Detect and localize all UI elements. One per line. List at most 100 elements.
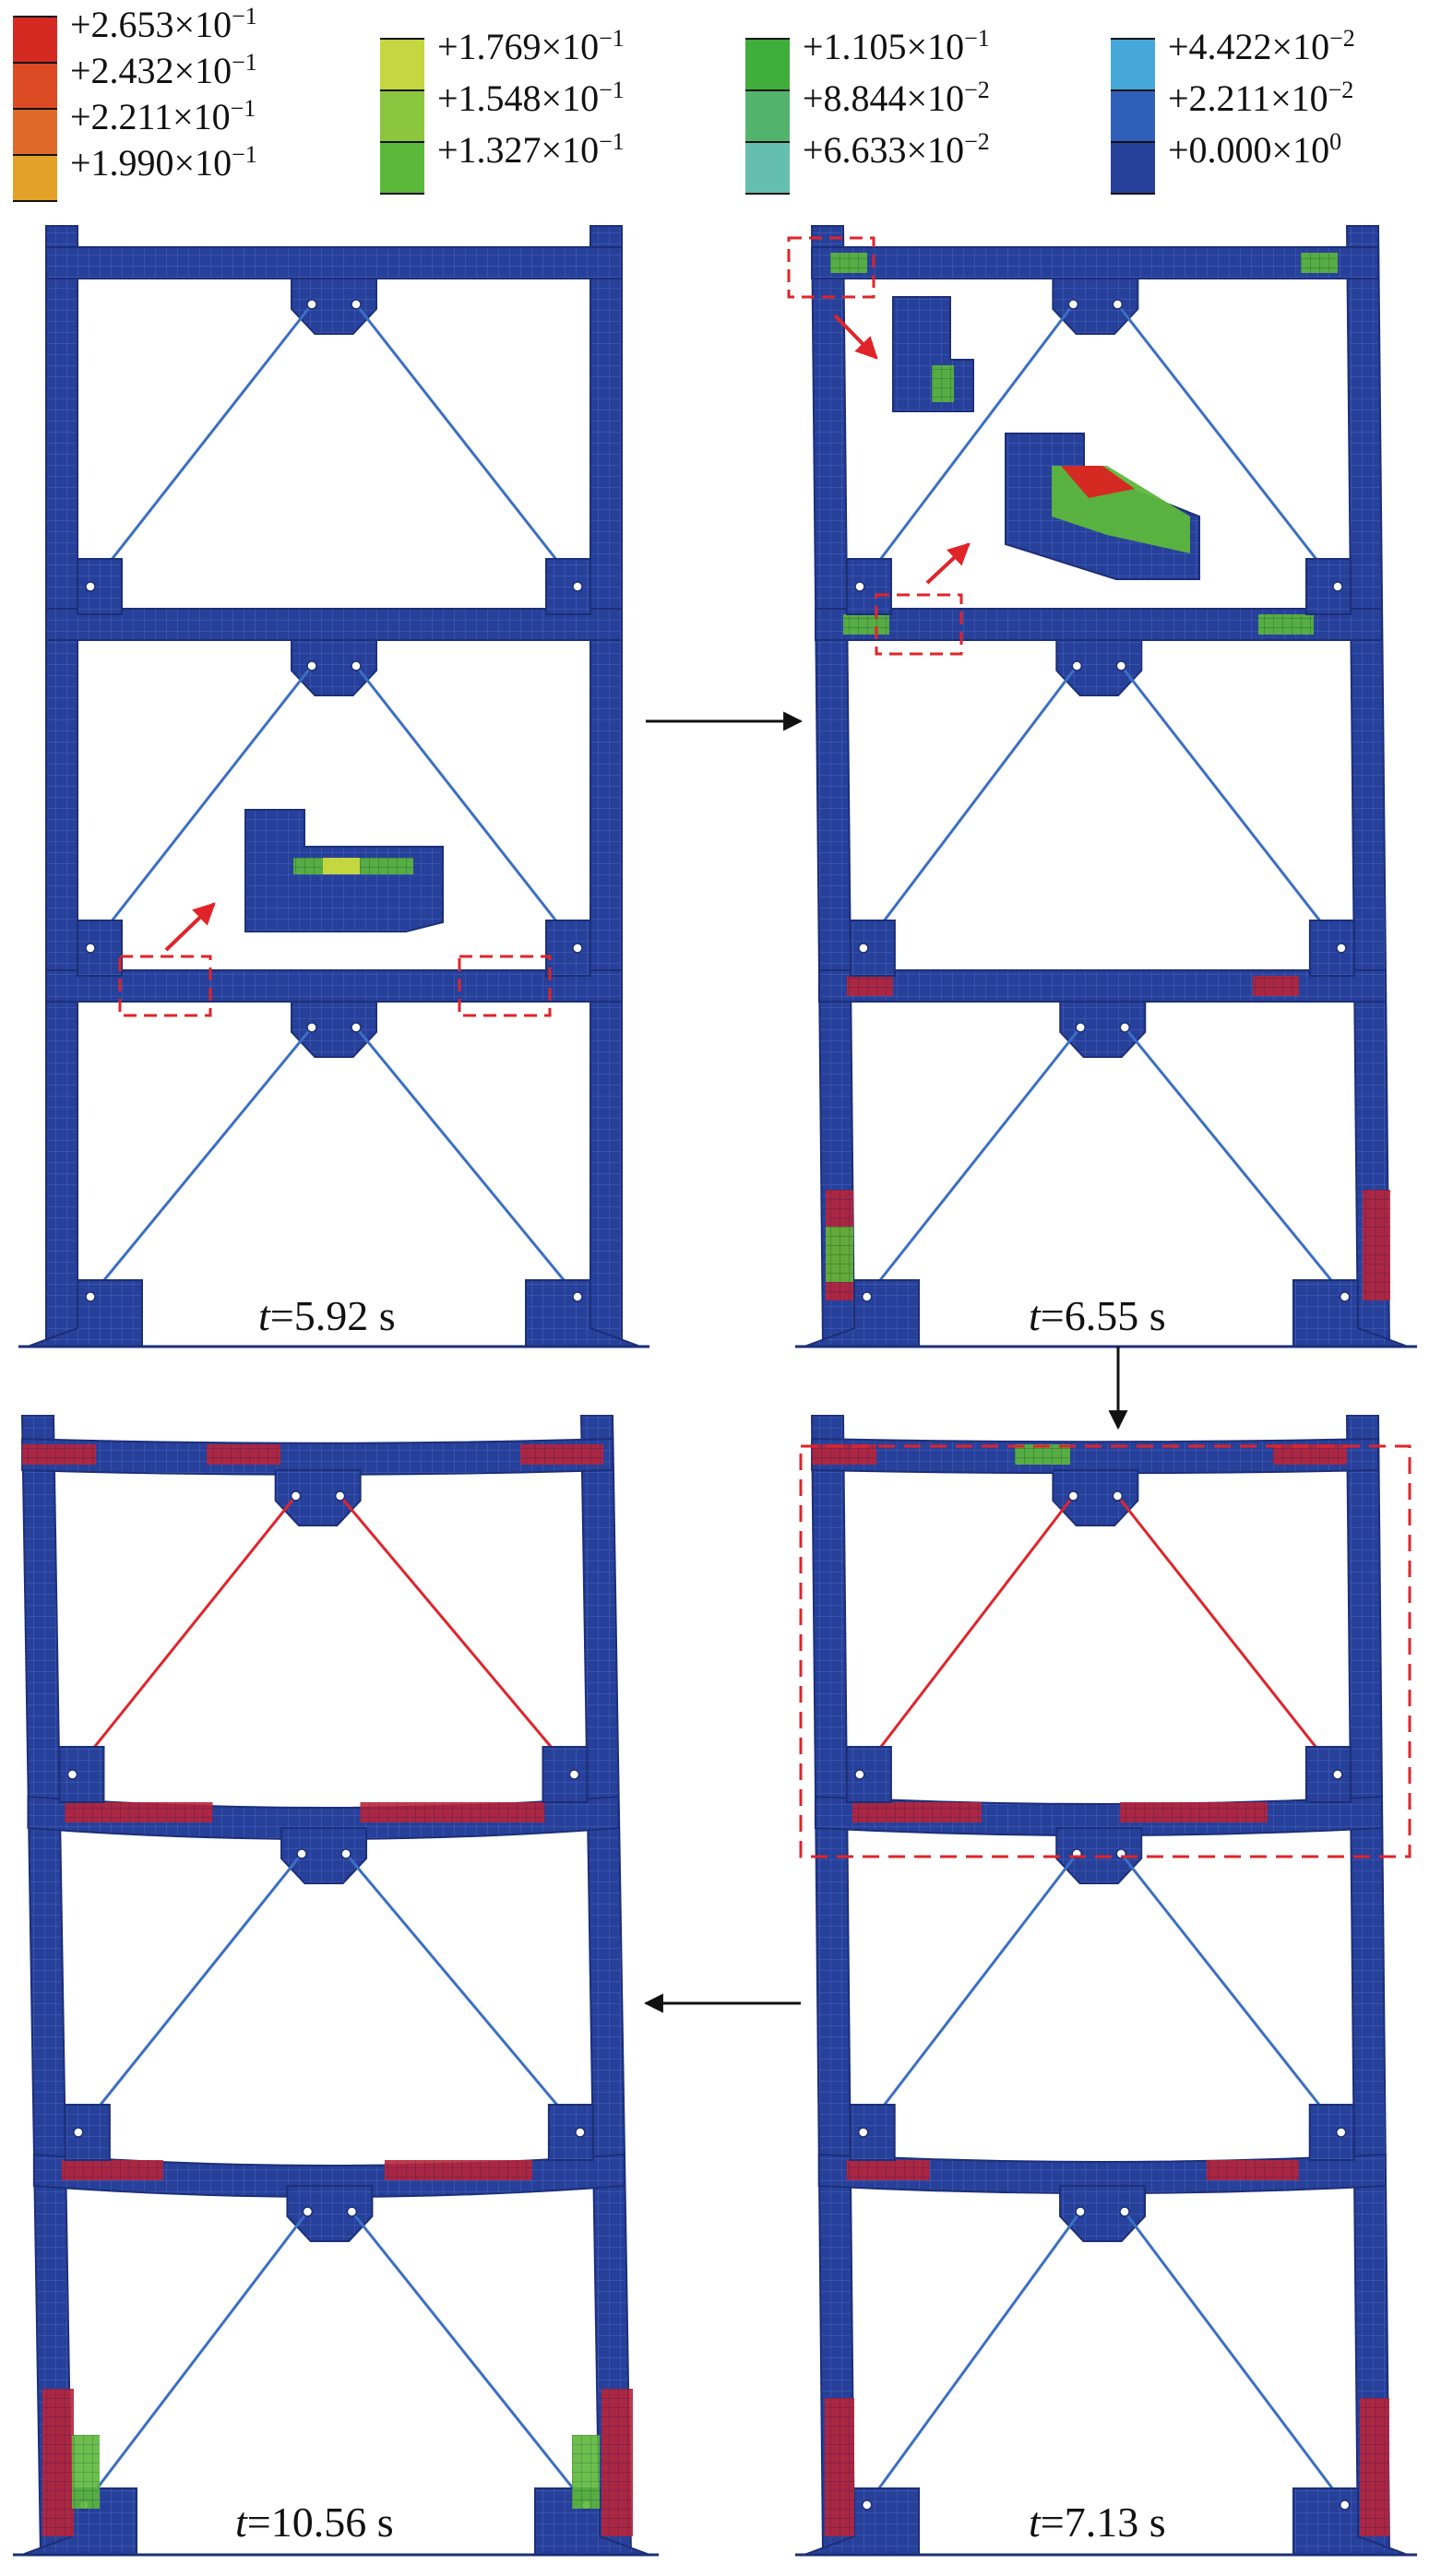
legend-label: +1.105×10−1 xyxy=(803,25,990,68)
pin xyxy=(1115,660,1127,671)
damage-zone xyxy=(1206,2160,1299,2180)
pin xyxy=(572,1291,583,1302)
pin xyxy=(568,1769,580,1780)
time-label-7-13: t=7.13 s xyxy=(1029,2499,1166,2546)
legend-swatch xyxy=(13,63,57,109)
pin xyxy=(66,1769,78,1780)
zoom-arrow xyxy=(833,314,878,360)
time-label-10-56: t=10.56 s xyxy=(235,2499,394,2546)
buckled-brace xyxy=(858,1495,1075,1775)
pin xyxy=(572,943,583,954)
corner-gusset xyxy=(77,920,123,977)
gusset-plate xyxy=(1059,1001,1147,1058)
damage-zone xyxy=(825,2398,854,2536)
brace xyxy=(862,665,1078,949)
yield-zone xyxy=(842,614,889,635)
floor-beam xyxy=(21,1437,614,1476)
gusset-plate xyxy=(274,1469,362,1526)
gusset-plate xyxy=(1055,639,1143,696)
left-column xyxy=(45,225,78,1347)
damage-zone xyxy=(1119,1802,1268,1822)
brace xyxy=(1124,1027,1346,1298)
damage-zone xyxy=(207,1444,281,1465)
highlight-box xyxy=(799,1444,1411,1858)
left-column xyxy=(810,1415,856,2556)
pin xyxy=(351,660,362,671)
legend-label: +1.548×10−1 xyxy=(437,77,625,120)
yield-zone xyxy=(830,253,868,273)
damage-zone xyxy=(1273,1444,1348,1465)
legend-label: +1.990×10−1 xyxy=(70,141,257,184)
pin xyxy=(290,1490,302,1502)
panel-t-7-13 xyxy=(795,1415,1417,2557)
pin xyxy=(1067,1490,1079,1502)
legend-label: +8.844×10−2 xyxy=(803,77,990,120)
pin xyxy=(306,299,317,310)
brace xyxy=(89,665,314,949)
yield-zone xyxy=(572,2435,600,2509)
left-column xyxy=(810,225,856,1347)
frame-panels xyxy=(13,225,1417,2557)
damage-zone xyxy=(601,2389,633,2536)
pin xyxy=(306,660,317,671)
brace xyxy=(865,1027,1082,1298)
legend-swatch xyxy=(13,17,57,63)
damage-zone xyxy=(1061,466,1135,498)
legend-swatch xyxy=(1111,142,1155,194)
legend-swatch xyxy=(745,142,790,194)
base-plate xyxy=(525,1279,641,1347)
legend-label: +1.769×10−1 xyxy=(437,25,625,68)
brace xyxy=(862,1853,1078,2133)
pin xyxy=(1075,2206,1086,2217)
gusset-plate xyxy=(291,278,377,335)
pin xyxy=(1112,299,1124,310)
time-label-5-92: t=5.92 s xyxy=(258,1292,396,1339)
brace xyxy=(858,303,1075,588)
right-column xyxy=(590,225,623,1347)
base-plate xyxy=(1292,1279,1409,1347)
corner-gusset xyxy=(547,2104,594,2161)
base-plate xyxy=(27,1279,143,1347)
pin xyxy=(1339,1291,1351,1302)
panel-t-6-55 xyxy=(787,225,1417,1348)
legend-label: +2.211×10−1 xyxy=(70,95,256,138)
pin xyxy=(73,2127,84,2138)
highlight-box xyxy=(875,593,963,656)
brace xyxy=(89,1027,314,1298)
brace xyxy=(1120,665,1343,949)
highlight-box xyxy=(458,955,552,1017)
corner-gusset xyxy=(1308,2104,1355,2161)
legend-swatch xyxy=(745,90,790,142)
panel-t-10-56 xyxy=(13,1415,659,2557)
gusset-plate xyxy=(1059,2185,1147,2242)
brace xyxy=(351,2211,588,2506)
pin xyxy=(857,2127,869,2138)
yield-zone xyxy=(1015,1444,1071,1465)
gusset-plate xyxy=(291,639,377,696)
buckled-brace xyxy=(71,1495,297,1775)
brace xyxy=(1123,2211,1346,2506)
legend-swatch xyxy=(13,109,57,155)
right-column xyxy=(1345,1415,1391,2556)
floor-beam xyxy=(814,607,1383,642)
pin xyxy=(296,1848,307,1859)
legend-swatch xyxy=(380,142,424,194)
damage-zone xyxy=(812,1444,877,1465)
damage-zone xyxy=(1363,1190,1390,1300)
left-column xyxy=(20,1415,74,2556)
base-plate xyxy=(1292,2487,1409,2556)
corner-gusset xyxy=(849,2104,896,2161)
corner-gusset xyxy=(1308,920,1355,977)
brace xyxy=(865,2211,1082,2506)
corner-gusset xyxy=(77,558,123,615)
damage-zone xyxy=(846,2160,930,2180)
corner-gusset xyxy=(1304,558,1352,615)
pin xyxy=(1335,2127,1347,2138)
pin xyxy=(85,581,96,592)
pin xyxy=(85,1291,96,1302)
damage-zone xyxy=(1360,2398,1389,2536)
right-column xyxy=(1345,225,1391,1347)
brace xyxy=(354,665,579,949)
highlight-box xyxy=(787,236,875,299)
floor-beam xyxy=(45,245,623,280)
